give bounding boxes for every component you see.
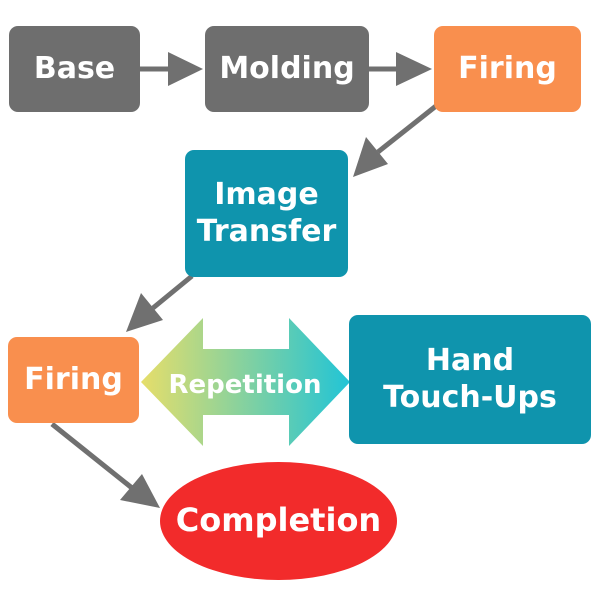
step-hand-touchups-line2: Touch-Ups (383, 379, 557, 415)
arrow-base-to-molding (140, 52, 203, 86)
step-base: Base (9, 26, 140, 112)
step-firing-bottom: Firing (8, 337, 139, 423)
step-firing-top-label: Firing (458, 50, 557, 86)
step-molding-label: Molding (219, 50, 355, 86)
repetition-double-arrow (141, 318, 350, 446)
step-image-transfer-line2: Transfer (196, 213, 337, 249)
step-image-transfer: Image Transfer (185, 150, 348, 277)
step-completion: Completion (160, 462, 397, 580)
arrow-image-transfer-to-firing (126, 274, 194, 332)
step-firing-top: Firing (434, 26, 581, 112)
step-completion-label: Completion (175, 501, 382, 540)
step-image-transfer-line1: Image (214, 176, 319, 212)
step-firing-bottom-label: Firing (24, 361, 123, 397)
step-hand-touchups: Hand Touch-Ups (349, 315, 591, 444)
step-hand-touchups-line1: Hand (425, 342, 515, 378)
repetition-label: Repetition (169, 370, 322, 400)
step-molding: Molding (205, 26, 369, 112)
arrow-firing-to-image-transfer (353, 104, 438, 177)
step-base-label: Base (33, 50, 116, 86)
arrow-firing-to-completion (50, 422, 160, 508)
arrow-molding-to-firing (369, 52, 432, 86)
